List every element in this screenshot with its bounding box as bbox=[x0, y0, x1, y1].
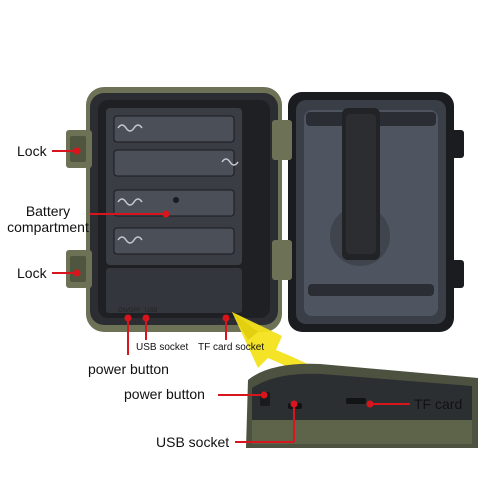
switch-text-on-off: ON/OFF bbox=[118, 308, 141, 314]
battery-spring-icon bbox=[117, 124, 239, 244]
lower-tray bbox=[106, 268, 242, 313]
hinge-bottom bbox=[272, 240, 292, 280]
detail-power-button-label: power button bbox=[124, 386, 205, 402]
callout-dot-icon bbox=[73, 147, 374, 408]
strap-icon bbox=[342, 108, 380, 260]
battery-label-line2: compartment bbox=[7, 219, 89, 235]
battery-compartment bbox=[106, 108, 242, 265]
door-clip-top bbox=[450, 130, 464, 158]
detail-tf-slot-icon bbox=[346, 398, 366, 404]
hinge-top bbox=[272, 120, 292, 160]
detail-usb-socket-label: USB socket bbox=[156, 434, 230, 450]
detail-closeup bbox=[246, 363, 478, 448]
lock-label-bottom: Lock bbox=[17, 265, 47, 281]
battery-cell-icon bbox=[113, 115, 235, 255]
usb-socket-label: USB socket bbox=[136, 342, 189, 353]
callout-lines bbox=[52, 150, 410, 443]
lock-latch-bottom bbox=[66, 250, 92, 288]
power-button-label: power button bbox=[88, 361, 169, 377]
door-clip-bottom bbox=[450, 260, 464, 288]
switch-text-usb: USB bbox=[145, 308, 158, 314]
lock-label-top: Lock bbox=[17, 143, 47, 159]
tf-card-label: TF card bbox=[414, 396, 463, 412]
tf-card-socket-label: TF card socket bbox=[198, 342, 265, 353]
battery-label-line1: Battery bbox=[25, 203, 71, 219]
battery-label: Battery compartment bbox=[6, 203, 90, 235]
